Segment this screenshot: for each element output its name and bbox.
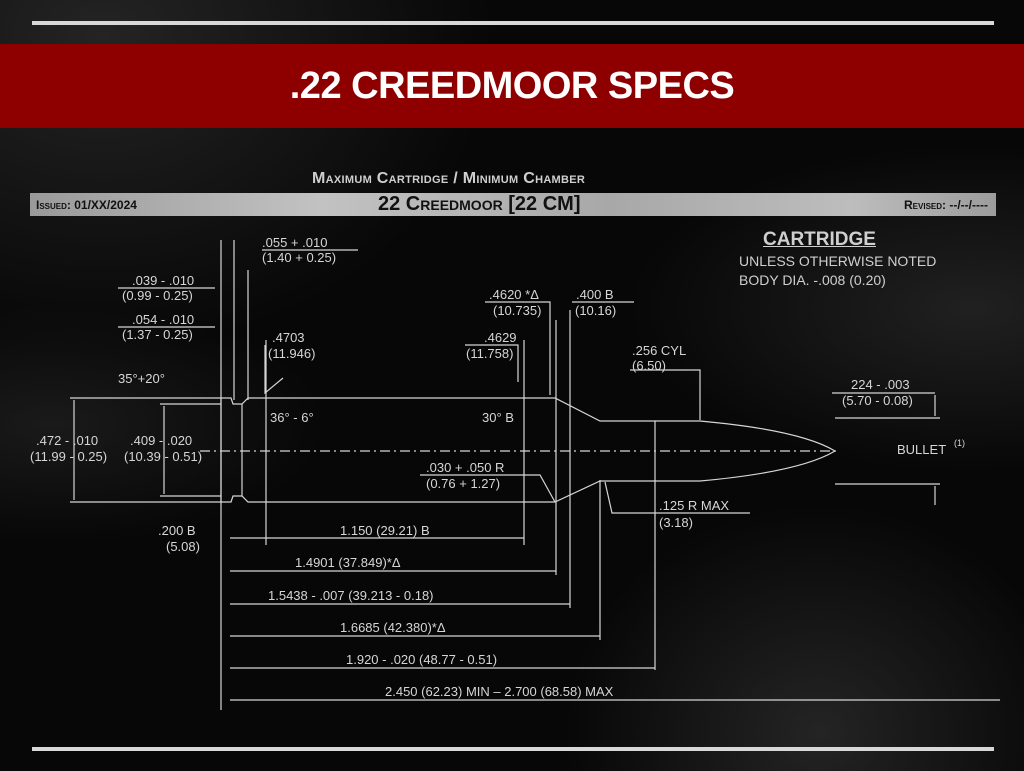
notes-heading: CARTRIDGE (763, 229, 876, 250)
notes-line-1: UNLESS OTHERWISE NOTED (739, 253, 937, 269)
svg-text:(6.50): (6.50) (632, 358, 666, 373)
svg-text:(0.99 - 0.25): (0.99 - 0.25) (122, 288, 193, 303)
revised-date: Revised: --/--/---- (904, 198, 988, 212)
caliber-name: 22 Creedmoor [22 CM] (378, 193, 581, 215)
svg-text:(10.16): (10.16) (575, 303, 616, 318)
svg-text:.125 R MAX: .125 R MAX (659, 498, 729, 513)
svg-text:(1.37 - 0.25): (1.37 - 0.25) (122, 327, 193, 342)
svg-text:(0.76 + 1.27): (0.76 + 1.27) (426, 476, 500, 491)
svg-text:224 - .003: 224 - .003 (851, 377, 910, 392)
svg-text:(3.18): (3.18) (659, 515, 693, 530)
svg-text:(10.39 - 0.51): (10.39 - 0.51) (124, 449, 202, 464)
svg-text:.4620 *Δ: .4620 *Δ (489, 287, 539, 302)
svg-text:1.920 - .020 (48.77 - 0.51): 1.920 - .020 (48.77 - 0.51) (346, 652, 497, 667)
page-title: .22 CREEDMOOR SPECS (289, 64, 735, 107)
svg-text:36° - 6°: 36° - 6° (270, 410, 314, 425)
svg-text:.030 + .050 R: .030 + .050 R (426, 460, 504, 475)
svg-text:.4703: .4703 (272, 330, 305, 345)
svg-text:BULLET: BULLET (897, 442, 946, 457)
svg-text:.400 B: .400 B (576, 287, 614, 302)
bottom-divider (32, 747, 994, 751)
svg-text:35°+20°: 35°+20° (118, 371, 165, 386)
title-stripe: Issued: 01/XX/2024 22 Creedmoor [22 CM] … (30, 193, 996, 216)
svg-text:.472 - .010: .472 - .010 (36, 433, 98, 448)
svg-text:(11.758): (11.758) (466, 346, 513, 361)
svg-text:(10.735): (10.735) (493, 303, 541, 318)
svg-text:(11.946): (11.946) (268, 346, 315, 361)
svg-text:.039 - .010: .039 - .010 (132, 273, 194, 288)
top-divider (32, 21, 994, 25)
svg-text:(1.40 + 0.25): (1.40 + 0.25) (262, 250, 336, 265)
title-banner: .22 CREEDMOOR SPECS (0, 44, 1024, 128)
svg-text:2.450 (62.23) MIN – 2.700 (68.: 2.450 (62.23) MIN – 2.700 (68.58) MAX (385, 684, 614, 699)
svg-text:.4629: .4629 (484, 330, 517, 345)
svg-text:1.6685 (42.380)*Δ: 1.6685 (42.380)*Δ (340, 620, 446, 635)
svg-text:.409 - .020: .409 - .020 (130, 433, 192, 448)
issued-date: Issued: 01/XX/2024 (36, 198, 137, 212)
notes-line-2: BODY DIA. -.008 (0.20) (739, 272, 886, 288)
svg-text:.200 B: .200 B (158, 523, 196, 538)
svg-text:.054 - .010: .054 - .010 (132, 312, 194, 327)
svg-text:.055 + .010: .055 + .010 (262, 235, 327, 250)
sheet-heading: Maximum Cartridge / Minimum Chamber (312, 170, 586, 187)
cartridge-outline (70, 240, 1000, 710)
svg-text:(5.70 - 0.08): (5.70 - 0.08) (842, 393, 913, 408)
svg-text:(1): (1) (954, 438, 965, 448)
svg-text:(5.08): (5.08) (166, 539, 200, 554)
svg-text:1.150 (29.21) B: 1.150 (29.21) B (340, 523, 430, 538)
svg-text:1.5438 - .007 (39.213 - 0.18): 1.5438 - .007 (39.213 - 0.18) (268, 588, 434, 603)
svg-text:.256 CYL: .256 CYL (632, 343, 686, 358)
svg-text:1.4901 (37.849)*Δ: 1.4901 (37.849)*Δ (295, 555, 401, 570)
svg-text:(11.99 - 0.25): (11.99 - 0.25) (30, 449, 107, 464)
svg-text:30° B: 30° B (482, 410, 514, 425)
dimension-labels: .055 + .010 (1.40 + 0.25) .039 - .010 (0… (30, 235, 965, 699)
